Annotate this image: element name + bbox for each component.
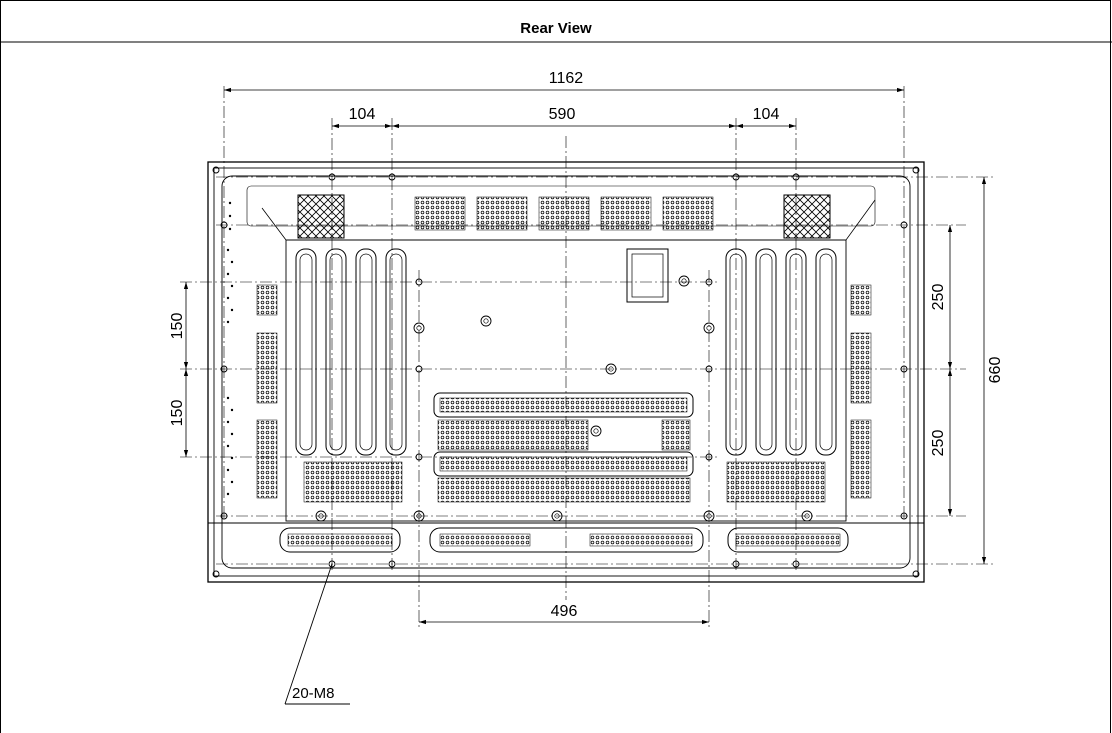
dimension-lines: [183, 87, 987, 625]
left-hatched-block: [297, 194, 345, 239]
vent-bars: [433, 392, 694, 477]
dim-lower-height: 250: [930, 430, 947, 457]
left-edge-dots: [226, 201, 234, 496]
left-handles: [295, 248, 407, 456]
right-handles: [725, 248, 837, 456]
callout-label: 20-M8: [292, 685, 335, 702]
callout-leader: [284, 563, 350, 705]
right-hatched-block: [783, 194, 831, 239]
vent-grids: [256, 196, 872, 503]
page-title: Rear View: [520, 20, 592, 37]
dim-bottom-spacing: 496: [551, 603, 578, 620]
dim-right-offset: 104: [753, 106, 780, 123]
dim-left-lower: 150: [169, 400, 186, 427]
dim-left-offset: 104: [349, 106, 376, 123]
dim-upper-height: 250: [930, 284, 947, 311]
dim-overall-width: 1162: [549, 70, 584, 87]
bottom-handles: [279, 527, 849, 553]
connector-box: [626, 248, 669, 303]
dim-overall-height: 660: [987, 357, 1004, 384]
center-lines: [180, 86, 996, 628]
dim-inner-width: 590: [549, 106, 576, 123]
dim-left-upper: 150: [169, 313, 186, 340]
corner-screws: [212, 166, 920, 578]
